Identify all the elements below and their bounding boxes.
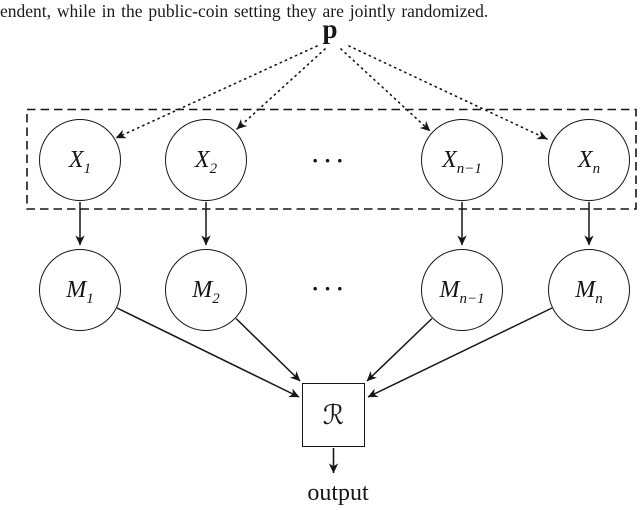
referee-label: ℛ [322, 399, 345, 431]
public-coin-label: p [322, 14, 338, 44]
node-mn-label: Mn [575, 276, 603, 307]
edge-mn-referee-arrow [367, 307, 553, 398]
node-xn-1-label: Xn−1 [442, 146, 482, 177]
referee-box: ℛ [302, 383, 365, 447]
edge-p-x1-dotted-arrow [115, 45, 318, 139]
node-x2: X2 [165, 119, 247, 201]
node-m1: M1 [39, 249, 121, 331]
x-row-ellipsis: ··· [311, 148, 349, 173]
inputs-group-box [26, 108, 637, 210]
node-m2-label: M2 [192, 276, 220, 307]
node-x2-label: X2 [194, 146, 218, 177]
node-xn-1: Xn−1 [421, 119, 503, 201]
caption-text: endent, while in the public-coin setting… [0, 1, 489, 21]
edge-m1-referee-arrow [116, 307, 300, 398]
node-mn-1-label: Mn−1 [439, 276, 485, 307]
node-m1-label: M1 [66, 276, 94, 307]
node-x1: X1 [39, 119, 121, 201]
node-xn-label: Xn [577, 146, 601, 177]
m-row-ellipsis: ··· [311, 276, 349, 301]
output-label: output [307, 480, 369, 506]
node-x1-label: X1 [68, 146, 92, 177]
node-mn: Mn [548, 249, 630, 331]
node-mn-1: Mn−1 [421, 249, 503, 331]
node-xn: Xn [548, 119, 630, 201]
edge-p-xn1-dotted-arrow [340, 48, 431, 132]
edge-mn1-referee-arrow [366, 317, 433, 382]
edge-p-x2-dotted-arrow [236, 48, 326, 130]
node-m2: M2 [165, 249, 247, 331]
edge-m2-referee-arrow [235, 317, 301, 382]
